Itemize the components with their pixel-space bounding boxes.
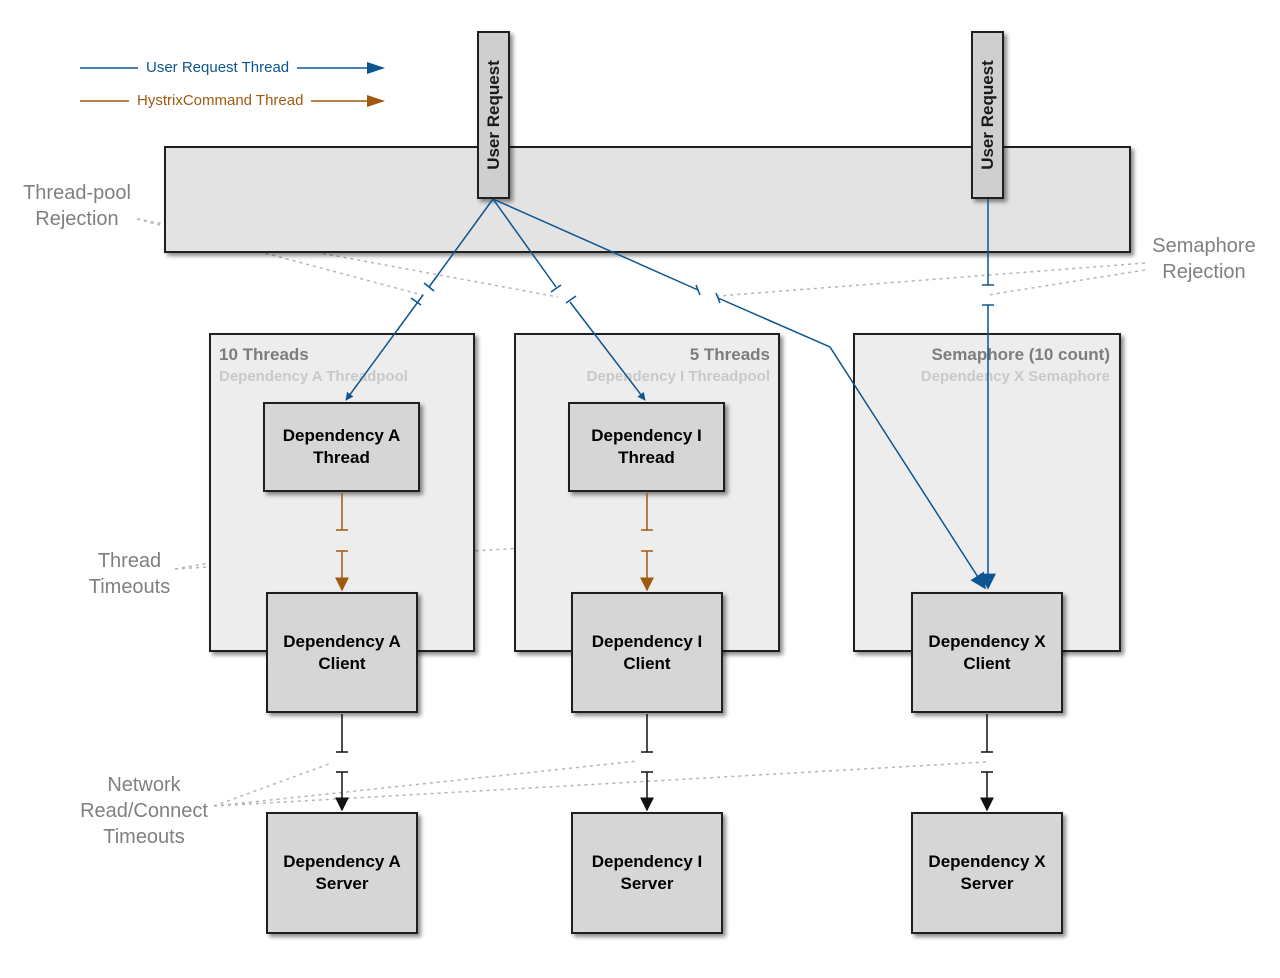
dependency-a-thread: Dependency A Thread <box>263 402 420 492</box>
block-line: Dependency I <box>591 852 703 871</box>
dependency-i-thread: Dependency I Thread <box>568 402 725 492</box>
dependency-a-threadpool-container: 10 Threads Dependency A Threadpool <box>209 333 475 652</box>
block-line: Client <box>963 653 1011 673</box>
block-line: Thread <box>618 448 675 467</box>
note-line: Network <box>107 774 181 796</box>
note-line: Thread-pool <box>23 182 131 204</box>
note-line: Timeouts <box>88 576 171 598</box>
note-line: Rejection <box>1162 261 1246 283</box>
container-subtitle: Dependency X Semaphore <box>920 368 1110 385</box>
legend-hystrix-command-thread: HystrixCommand Thread <box>129 92 312 109</box>
note-line: Thread <box>97 550 162 572</box>
network-paths <box>335 714 994 812</box>
dependency-x-server: Dependency X Server <box>911 812 1063 934</box>
block-line: Dependency X <box>928 852 1046 871</box>
block-line: Client <box>623 653 671 673</box>
block-line: Server <box>620 874 674 893</box>
rejection-ticks <box>410 282 994 306</box>
block-line: Dependency A <box>283 852 401 871</box>
block-line: Dependency X <box>928 631 1046 651</box>
block-line: Dependency I <box>591 631 703 651</box>
block-line: Server <box>315 874 369 893</box>
block-line: Server <box>960 874 1014 893</box>
block-line: Thread <box>313 448 370 467</box>
note-semaphore-rejection: Semaphore Rejection <box>1145 233 1263 285</box>
note-line: Semaphore <box>1152 235 1256 257</box>
dependency-i-server: Dependency I Server <box>571 812 723 934</box>
note-thread-timeouts: Thread Timeouts <box>82 548 177 600</box>
note-line: Rejection <box>35 208 119 230</box>
dependency-a-server: Dependency A Server <box>266 812 418 934</box>
block-line: Dependency A <box>282 426 401 445</box>
note-line: Timeouts <box>103 826 185 848</box>
hystrix-thread-paths <box>335 493 654 592</box>
note-line: Read/Connect <box>80 800 208 822</box>
container-title: 5 Threads <box>689 345 770 364</box>
container-title: 10 Threads <box>219 345 309 364</box>
container-subtitle: Dependency I Threadpool <box>586 368 770 385</box>
block-line: Client <box>318 653 366 673</box>
legend-user-request-thread: User Request Thread <box>138 59 298 76</box>
container-title: Semaphore (10 count) <box>931 345 1110 364</box>
block-line: Dependency A <box>283 631 401 651</box>
note-network-timeouts: Network Read/Connect Timeouts <box>72 772 216 850</box>
user-request-bar-right: User Request <box>971 31 1004 199</box>
user-request-thread-paths <box>345 198 996 590</box>
user-request-bar-left: User Request <box>477 31 510 199</box>
note-threadpool-rejection: Thread-pool Rejection <box>17 180 137 232</box>
block-line: Dependency I <box>591 426 702 445</box>
application-band <box>164 146 1131 253</box>
